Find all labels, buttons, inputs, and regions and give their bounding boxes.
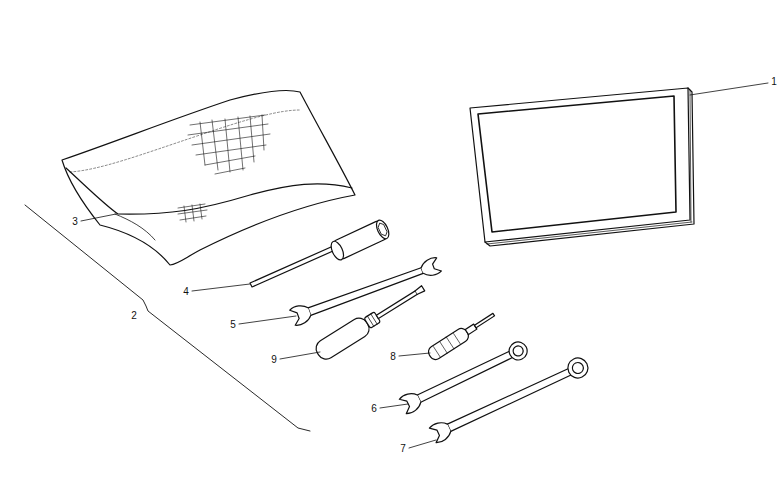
leader-lines <box>81 214 116 221</box>
leader-lines <box>409 440 436 448</box>
manual-book <box>470 88 690 242</box>
fabric-hatch <box>188 115 270 174</box>
plug-wrench <box>329 218 392 261</box>
leader-lines <box>192 284 250 291</box>
callout-number: 1 <box>771 77 777 87</box>
combination-wrench <box>506 339 530 363</box>
reversible-screwdriver <box>474 313 494 327</box>
open-end-wrench <box>419 256 442 278</box>
combination-wrench <box>565 355 592 382</box>
screwdriver <box>376 291 417 319</box>
tool-pouch <box>62 90 355 265</box>
combination-wrench <box>417 351 512 402</box>
tool-pouch <box>115 214 155 240</box>
leader-lines <box>280 352 320 359</box>
combination-wrench <box>511 344 524 357</box>
callout-number: 2 <box>131 311 137 321</box>
plug-wrench <box>329 239 347 261</box>
tool-pouch <box>70 110 300 172</box>
leader-lines <box>81 83 768 448</box>
combination-wrench <box>429 419 453 444</box>
reversible-screwdriver <box>433 333 461 358</box>
callout-number: 4 <box>183 287 189 297</box>
plug-wrench <box>377 222 388 237</box>
leader-lines <box>380 404 408 408</box>
tool-pouch <box>66 168 352 214</box>
callout-number: 7 <box>400 444 406 454</box>
fabric-hatch <box>184 204 202 222</box>
plug-wrench <box>250 218 391 287</box>
leader-lines <box>690 83 768 95</box>
callout-number: 5 <box>230 320 236 330</box>
screwdriver <box>415 286 425 295</box>
plug-wrench <box>250 243 342 287</box>
manual-book <box>470 88 694 246</box>
leader-lines <box>399 353 430 356</box>
screwdriver <box>313 315 373 363</box>
open-end-wrench <box>289 303 312 327</box>
screwdriver <box>367 314 377 326</box>
leader-lines <box>239 316 296 324</box>
combination-wrench <box>399 390 423 415</box>
callout-number: 3 <box>72 217 78 227</box>
fabric-hatch <box>200 115 264 172</box>
combination-wrench <box>429 355 592 445</box>
combination-wrench <box>571 361 586 376</box>
plug-wrench <box>374 218 392 240</box>
callout-number: 6 <box>371 404 377 414</box>
reversible-screwdriver <box>426 326 471 362</box>
manual-book <box>478 96 676 232</box>
reversible-screwdriver <box>426 309 497 362</box>
open-end-wrench <box>289 256 442 327</box>
combination-wrench <box>447 368 572 432</box>
screwdriver <box>313 280 429 363</box>
callout-number: 9 <box>271 355 277 365</box>
fabric-hatch <box>178 204 207 220</box>
callout-number: 8 <box>390 352 396 362</box>
tool-pouch <box>62 90 355 265</box>
group-bracket <box>25 205 310 431</box>
open-end-wrench <box>308 267 423 316</box>
fabric-hatch <box>178 115 270 222</box>
